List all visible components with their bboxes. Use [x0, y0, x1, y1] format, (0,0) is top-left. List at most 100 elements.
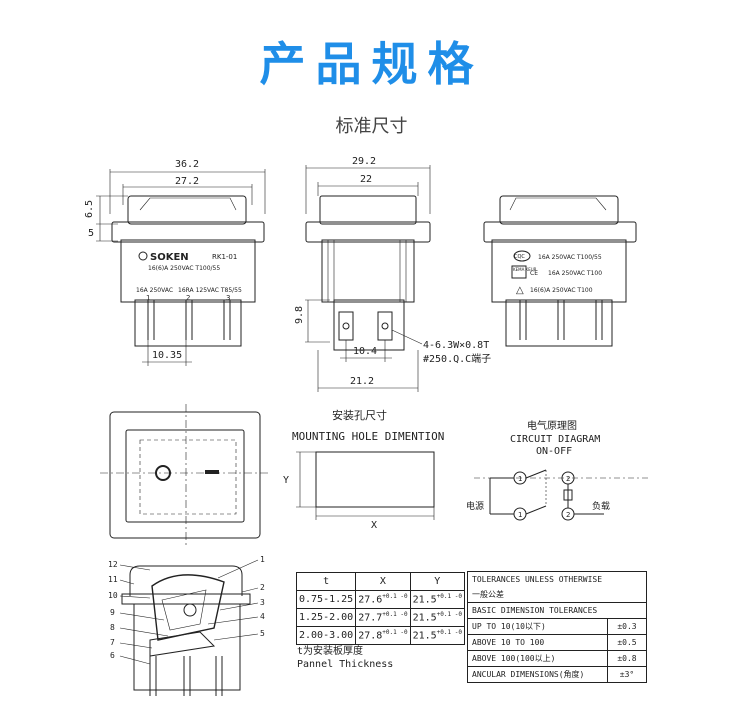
- thickness-note-en: Pannel Thickness: [297, 659, 394, 670]
- pin-label-3: 3: [226, 294, 230, 302]
- front-height-mid: 5: [88, 228, 94, 239]
- cell-t: 2.00-3.00: [295, 626, 357, 645]
- mounting-hole: Y X: [283, 451, 435, 531]
- terminal-note-2: #250.Q.C端子: [423, 352, 491, 365]
- table-row: ABOVE 10 TO 100±0.5: [467, 634, 647, 651]
- tol-value: ±0.5: [607, 634, 647, 651]
- circuit-source: 电源: [466, 500, 484, 512]
- callout-2: 2: [260, 583, 265, 592]
- header-x: X: [355, 572, 411, 591]
- cell-y: 21.5+0.1 -0: [409, 626, 465, 645]
- tol-range: ABOVE 10 TO 100: [467, 634, 608, 651]
- tol-range: ABOVE 100(100以上): [467, 650, 608, 667]
- back-rating-1: 16A 250VAC T100/55: [538, 254, 602, 261]
- mark-cqc: CQC: [514, 254, 525, 260]
- thickness-table: t X Y 0.75-1.25 27.6+0.1 -0 21.5+0.1 -0 …: [295, 572, 465, 645]
- mark-kema: KEMA KEUR: [513, 267, 537, 272]
- cell-t: 0.75-1.25: [295, 590, 357, 609]
- page-title: 产品规格: [259, 37, 484, 91]
- cell-y-tol: +0.1 -0: [436, 629, 462, 637]
- table-header-row: t X Y: [295, 572, 465, 591]
- mark-triangle: △: [516, 285, 524, 296]
- table-row: UP TO 10(10以下)±0.3: [467, 618, 647, 635]
- header-y: Y: [409, 572, 465, 591]
- cell-x-value: 27.7: [358, 612, 383, 624]
- cell-x-tol: +0.1 -0: [382, 611, 408, 619]
- cell-x: 27.6+0.1 -0: [355, 590, 411, 609]
- callout-5: 5: [260, 629, 265, 638]
- front-height-top: 6.5: [84, 200, 95, 218]
- table-row: 1.25-2.00 27.7+0.1 -0 21.5+0.1 -0: [295, 608, 465, 627]
- brand-logo: SOKEN: [150, 252, 189, 263]
- table-row: ABOVE 100(100以上)±0.8: [467, 650, 647, 667]
- header-t: t: [295, 572, 357, 591]
- circuit-terminal-1a: 1: [518, 475, 522, 483]
- cell-x-tol: +0.1 -0: [382, 593, 408, 601]
- page-subtitle: 标准尺寸: [335, 116, 408, 137]
- front-model: RK1-01: [212, 253, 237, 261]
- cell-x: 27.7+0.1 -0: [355, 608, 411, 627]
- thickness-note-cn: t为安装板厚度: [297, 646, 364, 657]
- tol-header-2: 一般公差: [467, 587, 647, 603]
- callout-4: 4: [260, 612, 265, 621]
- tol-value: ±3°: [607, 666, 647, 683]
- tol-value: ±0.3: [607, 618, 647, 635]
- terminal-note-1: 4-6.3W×0.8T: [423, 340, 489, 351]
- cell-t: 1.25-2.00: [295, 608, 357, 627]
- tol-header-1: TOLERANCES UNLESS OTHERWISE: [467, 571, 647, 587]
- side-height: 9.8: [294, 306, 305, 324]
- tolerance-table: TOLERANCES UNLESS OTHERWISE 一般公差 BASIC D…: [467, 571, 647, 683]
- top-view: [100, 404, 270, 546]
- mounting-title-cn: 安装孔尺寸: [332, 408, 387, 422]
- back-rating-2: 16A 250VAC T100: [548, 270, 602, 277]
- circuit-terminal-2a: 2: [566, 475, 570, 483]
- cell-x-value: 27.6: [358, 594, 383, 606]
- side-pin-spacing: 10.4: [353, 346, 377, 357]
- front-rating-1: 16(6)A 250VAC T100/55: [148, 265, 220, 272]
- pin-label-1: 1: [146, 294, 150, 302]
- side-bottom-width: 21.2: [350, 376, 374, 387]
- callout-10: 10: [108, 591, 118, 600]
- mounting-x-label: X: [371, 520, 377, 531]
- callout-6: 6: [110, 651, 115, 660]
- cell-x-tol: +0.1 -0: [382, 629, 408, 637]
- circuit-title-cn: 电气原理图: [527, 419, 577, 432]
- callout-3: 3: [260, 598, 265, 607]
- front-width-outer: 36.2: [175, 159, 199, 170]
- callout-9: 9: [110, 608, 115, 617]
- callout-1: 1: [260, 555, 265, 564]
- cutaway-view: [121, 565, 251, 696]
- callout-11: 11: [108, 575, 118, 584]
- cell-y: 21.5+0.1 -0: [409, 608, 465, 627]
- cell-y-value: 21.5: [412, 612, 437, 624]
- cell-y: 21.5+0.1 -0: [409, 590, 465, 609]
- front-rating-3: 16RA 125VAC T85/55: [178, 287, 242, 294]
- cell-y-value: 21.5: [412, 630, 437, 642]
- thickness-note: t为安装板厚度 Pannel Thickness: [297, 645, 393, 671]
- cutaway-callouts: [119, 559, 259, 665]
- tol-section: BASIC DIMENSION TOLERANCES: [467, 602, 647, 619]
- circuit-terminal-2b: 2: [566, 511, 570, 519]
- pin-label-2: 2: [186, 294, 190, 302]
- callout-8: 8: [110, 623, 115, 632]
- cell-y-tol: +0.1 -0: [436, 593, 462, 601]
- circuit-diagram: 1 1 2 2 电源 负载: [466, 469, 648, 521]
- front-pin-spacing: 10.35: [152, 350, 182, 361]
- circuit-mode: ON-OFF: [536, 446, 572, 457]
- side-width-outer: 29.2: [352, 156, 376, 167]
- side-view: 29.2 22 9.8 10.4 21.2 4-6.3W×0.8T #250.Q…: [294, 156, 491, 392]
- table-row: 2.00-3.00 27.8+0.1 -0 21.5+0.1 -0: [295, 626, 465, 645]
- circuit-load: 负载: [592, 500, 610, 512]
- cell-x: 27.8+0.1 -0: [355, 626, 411, 645]
- tol-range: ANCULAR DIMENSIONS(角度): [467, 666, 608, 683]
- mounting-y-label: Y: [283, 475, 289, 486]
- front-view: 36.2 27.2 6.5 5 SOKEN RK1-01 16(6)A 250V…: [84, 159, 266, 366]
- cell-y-tol: +0.1 -0: [436, 611, 462, 619]
- back-rating-3: 16(6)A 250VAC T100: [530, 287, 593, 294]
- table-row: 0.75-1.25 27.6+0.1 -0 21.5+0.1 -0: [295, 590, 465, 609]
- side-width-inner: 22: [360, 174, 372, 185]
- circuit-terminal-1b: 1: [518, 511, 522, 519]
- tol-range: UP TO 10(10以下): [467, 618, 608, 635]
- mounting-title-en: MOUNTING HOLE DIMENTION: [292, 430, 444, 443]
